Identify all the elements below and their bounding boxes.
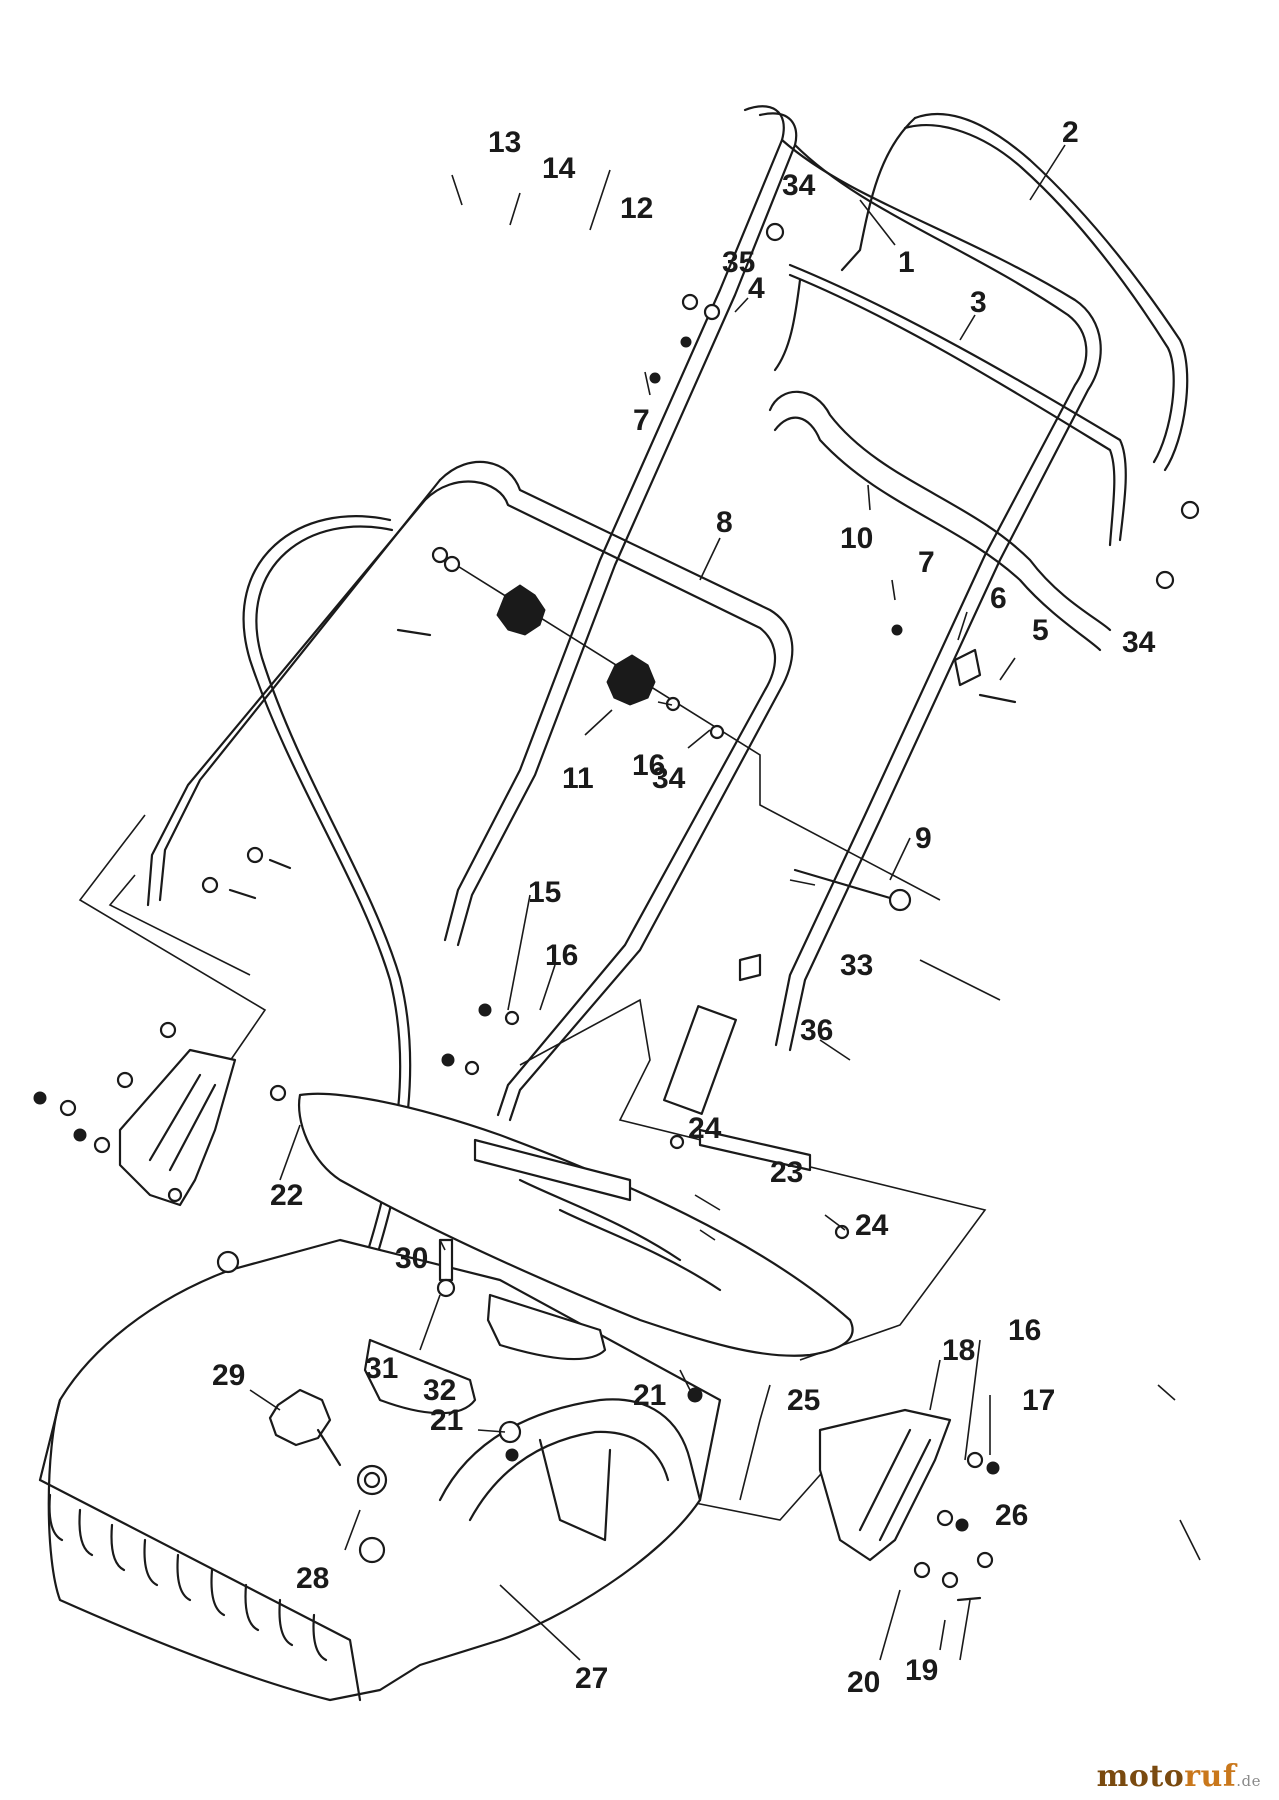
watermark-part1: moto xyxy=(1096,1759,1185,1794)
label-part-15: 15 xyxy=(528,876,561,909)
leader-lines xyxy=(249,144,1201,1661)
upper-handle-frame xyxy=(443,105,1102,1052)
label-part-13: 13 xyxy=(488,126,521,159)
label-part-35: 35 xyxy=(722,246,755,279)
watermark-part2: ruf xyxy=(1184,1759,1237,1794)
right-bracket xyxy=(818,1408,952,1562)
label-part-27: 27 xyxy=(575,1662,608,1695)
label-part-18: 18 xyxy=(942,1334,975,1367)
label-part-7a: 7 xyxy=(633,404,650,437)
hardware-fasteners xyxy=(33,222,1200,1602)
label-part-36: 36 xyxy=(800,1014,833,1047)
label-part-34c: 34 xyxy=(652,762,686,795)
star-knob-upper xyxy=(496,584,546,636)
watermark-part3: .de xyxy=(1236,1772,1261,1790)
label-part-10: 10 xyxy=(840,522,873,555)
label-part-34a: 34 xyxy=(782,169,816,202)
mid-handle xyxy=(146,460,794,1122)
left-bracket xyxy=(118,1048,237,1207)
label-part-14: 14 xyxy=(542,152,576,185)
throttle-cable xyxy=(773,263,1127,547)
label-part-7b: 7 xyxy=(918,546,935,579)
label-part-21a: 21 xyxy=(430,1404,463,1437)
front-louvres xyxy=(48,1493,328,1662)
label-part-21b: 21 xyxy=(633,1379,666,1412)
label-part-22: 22 xyxy=(270,1179,303,1212)
label-part-11: 11 xyxy=(562,762,594,795)
bail-bar xyxy=(840,113,1189,472)
lower-handle-grip xyxy=(768,390,1112,652)
star-knob-11 xyxy=(606,654,656,706)
label-part-5: 5 xyxy=(1032,614,1049,647)
label-part-33: 33 xyxy=(840,949,873,982)
watermark-logo: motoruf.de xyxy=(1097,1759,1261,1794)
label-part-17: 17 xyxy=(1022,1384,1055,1417)
label-part-19: 19 xyxy=(905,1654,938,1687)
label-part-25: 25 xyxy=(787,1384,820,1417)
label-part-16b: 16 xyxy=(545,939,578,972)
star-knob-29 xyxy=(268,1388,342,1467)
label-part-24a: 24 xyxy=(688,1112,722,1145)
label-part-1: 1 xyxy=(898,246,915,279)
assembly-guide-lines xyxy=(78,554,987,1521)
label-part-30: 30 xyxy=(395,1242,428,1275)
label-part-4: 4 xyxy=(748,272,765,305)
label-part-34b: 34 xyxy=(1122,626,1156,659)
label-part-23: 23 xyxy=(770,1156,803,1189)
part-labels: 1 2 3 4 5 6 7 7 8 9 10 11 12 13 14 15 16… xyxy=(212,116,1156,1699)
label-part-28: 28 xyxy=(296,1562,329,1595)
label-part-20: 20 xyxy=(847,1666,880,1699)
label-part-9: 9 xyxy=(915,822,932,855)
label-part-2: 2 xyxy=(1062,116,1079,149)
comb-assembly xyxy=(298,1092,854,1357)
deck-recesses xyxy=(356,1293,607,1564)
label-part-16a: 16 xyxy=(632,749,665,782)
label-part-24b: 24 xyxy=(855,1209,889,1242)
label-part-8: 8 xyxy=(716,506,733,539)
label-part-12: 12 xyxy=(620,192,653,225)
label-part-32: 32 xyxy=(423,1374,456,1407)
label-part-29: 29 xyxy=(212,1359,245,1392)
label-part-31: 31 xyxy=(365,1352,398,1385)
label-part-26: 26 xyxy=(995,1499,1028,1532)
label-part-16c: 16 xyxy=(1008,1314,1041,1347)
label-part-3: 3 xyxy=(970,286,987,319)
label-part-6: 6 xyxy=(990,582,1007,615)
